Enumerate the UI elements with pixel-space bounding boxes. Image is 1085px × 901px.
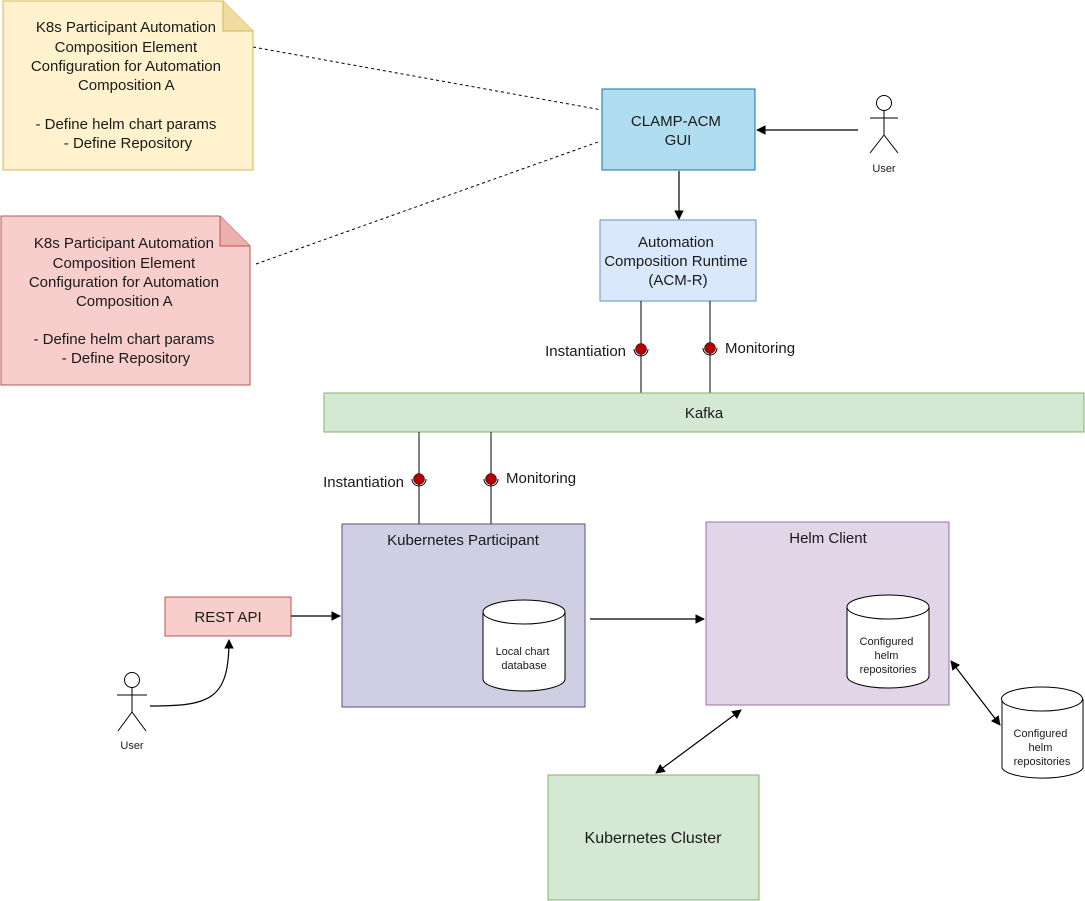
svg-text:Configured helm re: Configured helm repositories (860, 636, 917, 676)
bottom-instantiation-port[interactable] (411, 473, 427, 487)
svg-text:Kafka: Kafka (685, 405, 724, 422)
note-red[interactable]: K8s Participant Automation Composition E… (0, 215, 251, 386)
svg-text:Automation Composition R: Automation Composition Runtime (ACM-R) (604, 234, 752, 289)
top-monitoring-label: Monitoring (725, 340, 795, 357)
svg-text:Helm Client: Helm Client (789, 530, 867, 547)
bottom-instantiation-label: Instantiation (323, 474, 404, 491)
kubernetes-cluster-box[interactable]: Kubernetes Cluster (547, 774, 760, 901)
local-chart-database[interactable]: Local chart database (482, 599, 566, 692)
note-yellow-connector (252, 46, 603, 111)
helm-to-cluster-arrow (655, 709, 742, 774)
svg-text:Local chart database: Local chart database (496, 646, 553, 672)
bottom-monitoring-label: Monitoring (506, 470, 576, 487)
svg-text:Configured helm re: Configured helm repositories (1014, 728, 1071, 768)
svg-text:REST API: REST API (194, 609, 261, 626)
note-yellow-text: K8s Participant Automation Composition E… (31, 19, 225, 152)
top-user-label: User (872, 163, 896, 175)
kafka-bus[interactable]: Kafka (323, 392, 1085, 433)
bottom-monitoring-port[interactable] (483, 473, 499, 487)
top-instantiation-port[interactable] (633, 343, 649, 357)
svg-text:Kubernetes Participant: Kubernetes Participant (387, 532, 540, 549)
bottom-user-label: User (120, 740, 144, 752)
bottom-user-actor[interactable]: User (117, 672, 147, 753)
helm-repositories-outer-database[interactable]: Configured helm repositories (1001, 686, 1084, 779)
top-monitoring-port[interactable] (702, 342, 718, 356)
note-yellow[interactable]: K8s Participant Automation Composition E… (2, 0, 254, 171)
top-instantiation-label: Instantiation (545, 343, 626, 360)
note-red-connector (255, 141, 599, 265)
svg-text:Kubernetes Cluster: Kubernetes Cluster (585, 830, 723, 847)
user-to-rest-arrow (149, 639, 234, 707)
clamp-acm-gui-box[interactable]: CLAMP-ACM GUI (601, 88, 756, 171)
acm-runtime-box[interactable]: Automation Composition Runtime (ACM-R) (599, 219, 757, 302)
helm-repositories-inner-database[interactable]: Configured helm repositories (846, 594, 930, 689)
top-user-actor[interactable]: User (869, 95, 899, 176)
helm-to-outer-repos-arrow (950, 660, 1001, 726)
svg-text:CLAMP-ACM GUI: CLAMP-ACM GUI (631, 113, 725, 149)
rest-api-box[interactable]: REST API (164, 596, 292, 637)
note-red-text: K8s Participant Automation Composition E… (29, 235, 223, 367)
